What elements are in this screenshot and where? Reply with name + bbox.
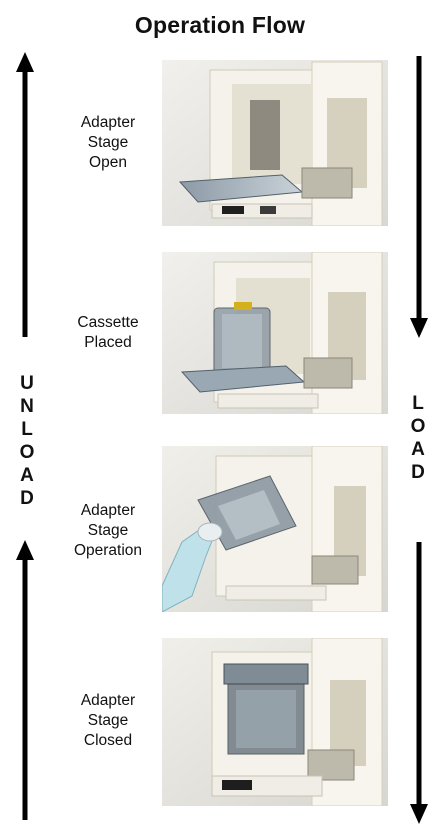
load-arrow-lower [410, 542, 428, 824]
diagram-title: Operation Flow [134, 12, 306, 38]
unload-label: U N L O A D [19, 373, 35, 509]
step-label-cassette-placed: Cassette Placed [77, 314, 139, 351]
photo-adapter-stage-operation [162, 446, 388, 612]
load-arrow-upper [410, 56, 428, 338]
photo-adapter-stage-open [162, 60, 388, 226]
unload-arrow-lower [16, 540, 34, 820]
load-label: L O A D [410, 393, 426, 483]
step-label-adapter-stage-closed: Adapter Stage Closed [80, 692, 136, 749]
step-label-adapter-stage-open: Adapter Stage Open [80, 114, 136, 171]
photo-cassette-placed [162, 252, 388, 414]
step-label-adapter-stage-operation: Adapter Stage Operation [73, 502, 143, 559]
photo-adapter-stage-closed [162, 638, 388, 806]
unload-arrow-upper [16, 52, 34, 337]
